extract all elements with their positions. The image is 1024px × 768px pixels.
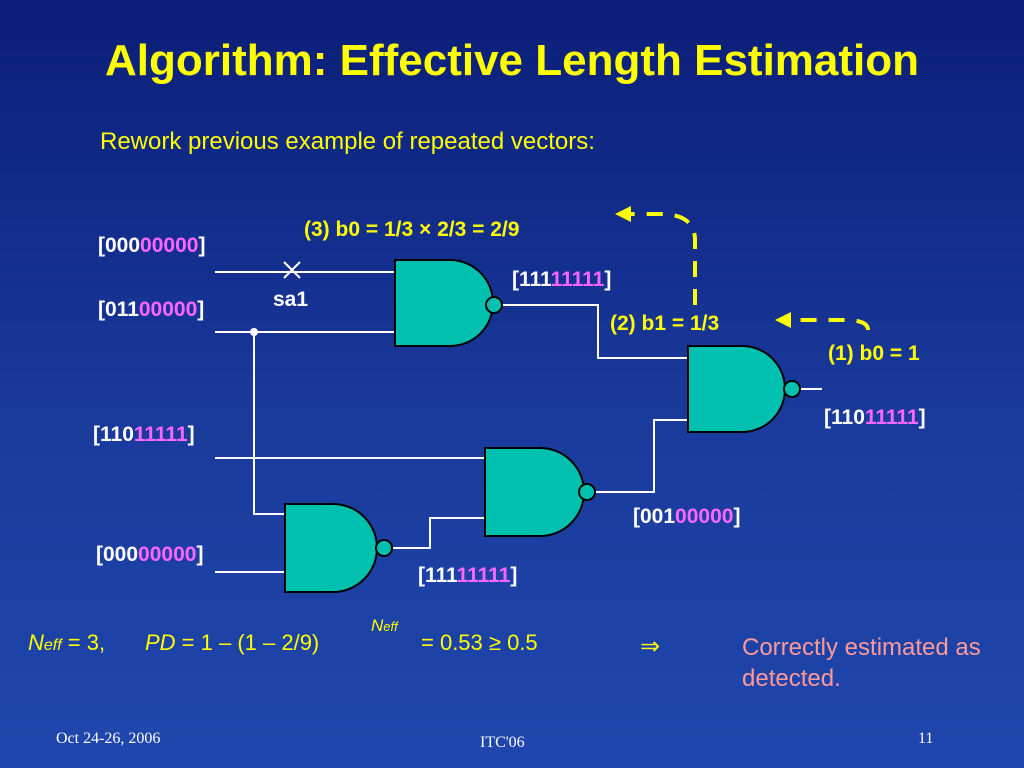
wire-nand2-out xyxy=(596,419,688,493)
nand-gate-3 xyxy=(284,503,393,593)
vector-label-in4: [00000000] xyxy=(96,543,204,566)
arrowhead-step2-icon xyxy=(775,312,791,328)
vector-label-nand2-out: [00100000] xyxy=(633,505,741,528)
footer-conference: ITC'06 xyxy=(480,734,525,751)
fault-label: sa1 xyxy=(273,288,309,311)
wire-branch xyxy=(253,332,285,515)
implies-icon: ⇒ xyxy=(640,633,661,660)
formula-result: = 0.53 ≥ 0.5 xyxy=(421,630,538,655)
slide-subtitle: Rework previous example of repeated vect… xyxy=(100,128,595,155)
annotation-step3: (3) b0 = 1/3 × 2/3 = 2/9 xyxy=(304,218,520,241)
annotation-step1: (1) b0 = 1 xyxy=(828,342,920,365)
nand-gate-1 xyxy=(394,259,503,347)
arrow-step2-to-step3 xyxy=(630,212,697,305)
footer-page-number: 11 xyxy=(918,730,934,747)
vector-label-nand1-out: [11111111] xyxy=(512,268,612,291)
wire-nand1-out xyxy=(502,304,688,359)
nand-gate-2 xyxy=(484,447,596,537)
junction-dot xyxy=(250,328,258,336)
vector-label-nand3-out: [11111111] xyxy=(418,564,518,587)
vector-label-in1: [00000000] xyxy=(98,234,206,257)
wire-nand3-out xyxy=(392,517,485,549)
formula-neff: Neff = 3, xyxy=(28,630,106,655)
nand-gate-4 xyxy=(687,345,801,433)
vector-label-in3: [11011111] xyxy=(93,423,195,446)
arrow-step1-to-step2 xyxy=(790,318,870,331)
vector-label-in2: [01100000] xyxy=(98,298,205,321)
vector-label-final-out: [11011111] xyxy=(824,406,926,429)
slide-title: Algorithm: Effective Length Estimation xyxy=(104,36,920,85)
annotation-step2: (2) b1 = 1/3 xyxy=(610,312,720,335)
result-text: Correctly estimated as detected. xyxy=(742,634,981,692)
footer-date: Oct 24-26, 2006 xyxy=(56,730,161,747)
fault-x-icon xyxy=(283,261,301,279)
formula-pd: PD = 1 – (1 – 2/9) xyxy=(145,630,320,655)
formula-exponent: Neff xyxy=(371,616,398,635)
arrowhead-step3-icon xyxy=(615,206,631,222)
